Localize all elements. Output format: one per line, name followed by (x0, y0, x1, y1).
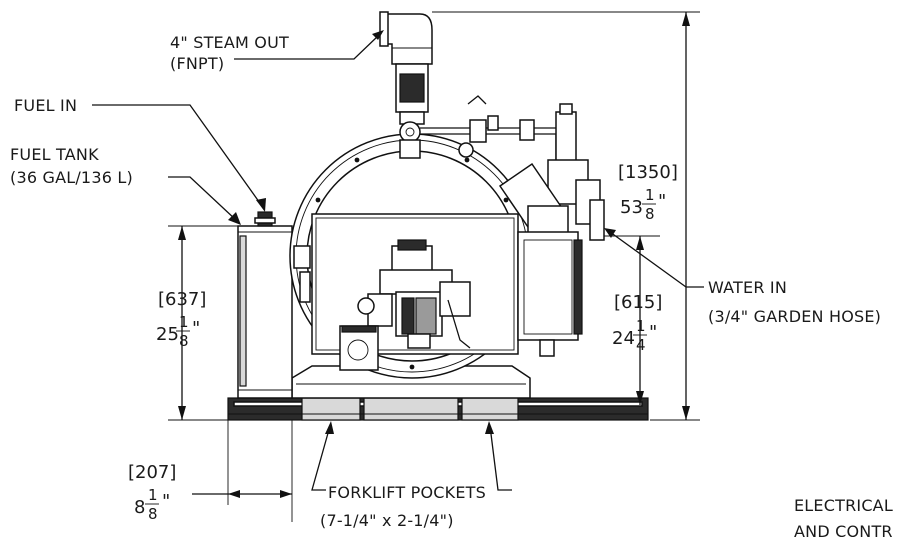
fuel-tank-label-line2: (36 GAL/136 L) (10, 168, 133, 187)
water-in-height-value: [615] 24 1 4 " (612, 292, 662, 354)
burner-motor (339, 325, 379, 371)
steam-valve (395, 63, 429, 159)
water-in-height-whole: 24 (612, 328, 635, 349)
tank-width-denominator: 8 (148, 505, 158, 523)
tank-width-value: [207] 8 1 8 " (128, 462, 176, 523)
fuel-tank-label-line1: FUEL TANK (10, 145, 99, 164)
boiler-saddle (291, 365, 531, 399)
tank-height-denominator: 8 (179, 332, 189, 350)
tank-height-dimension (168, 225, 238, 421)
tank-width-numerator: 1 (148, 486, 158, 504)
overall-height-denominator: 8 (645, 205, 655, 223)
right-piping (420, 95, 605, 241)
forklift-pockets-leader (311, 421, 512, 491)
fuel-in-label: FUEL IN (14, 96, 77, 115)
tank-height-value: [637] 25 1 8 " (156, 289, 206, 350)
water-in-height-numerator: 1 (636, 317, 646, 335)
steam-outlet-elbow (379, 11, 433, 65)
forklift-pockets-label-line1: FORKLIFT POCKETS (328, 483, 486, 502)
fuel-tank-leader (168, 176, 241, 225)
electrical-label-line1: ELECTRICAL (794, 496, 893, 515)
overall-height-whole: 53 (620, 197, 643, 218)
steam-out-leader (234, 30, 384, 60)
tank-height-mm: [637] (158, 289, 206, 310)
water-in-height-mm: [615] (614, 292, 662, 313)
tank-height-whole: 25 (156, 324, 179, 345)
skid-base (227, 397, 649, 421)
water-in-height-denominator: 4 (636, 336, 646, 354)
steam-out-label-line1: 4" STEAM OUT (170, 33, 289, 52)
tank-width-dimension (192, 420, 293, 522)
overall-height-unit: " (658, 191, 666, 212)
tank-width-unit: " (162, 491, 170, 512)
fuel-in-leader (92, 104, 266, 212)
tank-width-whole: 8 (134, 497, 145, 518)
fuel-tank (237, 211, 293, 399)
water-in-leader (604, 228, 704, 288)
water-in-height-dimension (604, 235, 660, 405)
tank-width-mm: [207] (128, 462, 176, 483)
forklift-pockets-label-line2: (7-1/4" x 2-1/4") (320, 511, 454, 530)
overall-height-mm: [1350] (618, 162, 678, 183)
water-in-label-line1: WATER IN (708, 278, 787, 297)
burner-assembly (357, 239, 471, 349)
overall-height-dimension (432, 11, 700, 421)
overall-height-numerator: 1 (645, 186, 655, 204)
steam-out-label-line2: (FNPT) (170, 54, 224, 73)
overall-height-value: [1350] 53 1 8 " (618, 162, 678, 223)
tank-height-unit: " (192, 318, 200, 339)
water-column-control (498, 162, 569, 237)
tank-height-numerator: 1 (179, 313, 189, 331)
left-side-fitting (293, 245, 311, 303)
water-in-label-line2: (3/4" GARDEN HOSE) (708, 307, 881, 326)
electrical-label-line2: AND CONTR (794, 522, 893, 537)
water-in-height-unit: " (649, 322, 657, 343)
electrical-control-panel (517, 231, 583, 357)
